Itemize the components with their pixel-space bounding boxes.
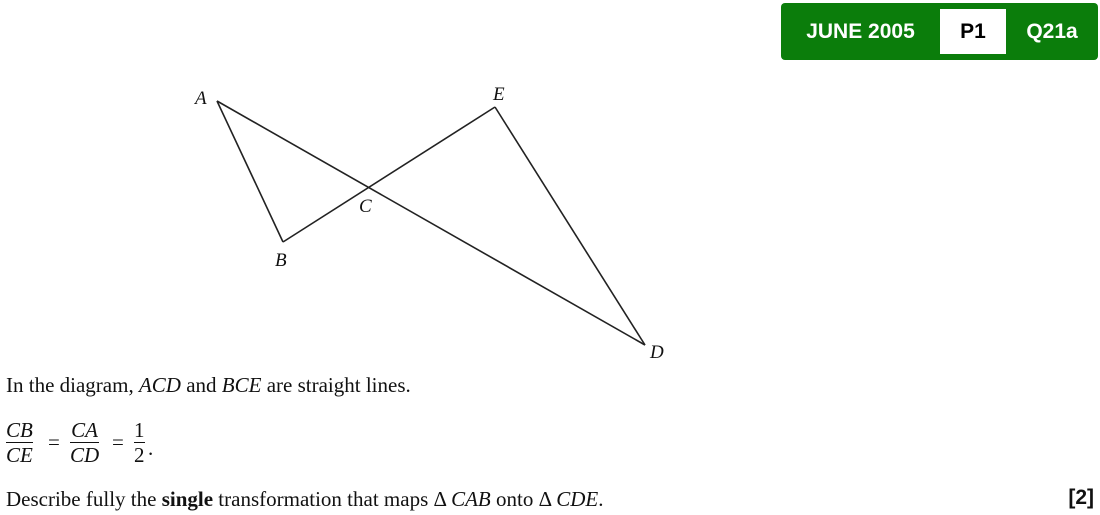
marks-label: [2] <box>1068 486 1094 509</box>
line-acd <box>216 100 646 346</box>
question-badge: JUNE 2005 P1 Q21a <box>781 3 1098 60</box>
equals-sign: = <box>48 430 60 454</box>
line-ab <box>216 100 284 243</box>
question-text: Describe fully the single transformation… <box>6 487 604 511</box>
badge-question: Q21a <box>1026 20 1078 43</box>
equals-sign: = <box>112 430 124 454</box>
period: . <box>148 436 154 460</box>
label-b: B <box>275 250 287 271</box>
badge-paper: P1 <box>940 9 1006 54</box>
label-a: A <box>195 88 207 109</box>
label-d: D <box>650 342 664 363</box>
statement-line: In the diagram, ACD and BCE are straight… <box>6 373 411 397</box>
label-c: C <box>359 196 372 217</box>
label-e: E <box>493 84 505 105</box>
line-ed <box>494 106 646 346</box>
line-bce <box>282 106 496 243</box>
badge-date: JUNE 2005 <box>806 20 915 43</box>
